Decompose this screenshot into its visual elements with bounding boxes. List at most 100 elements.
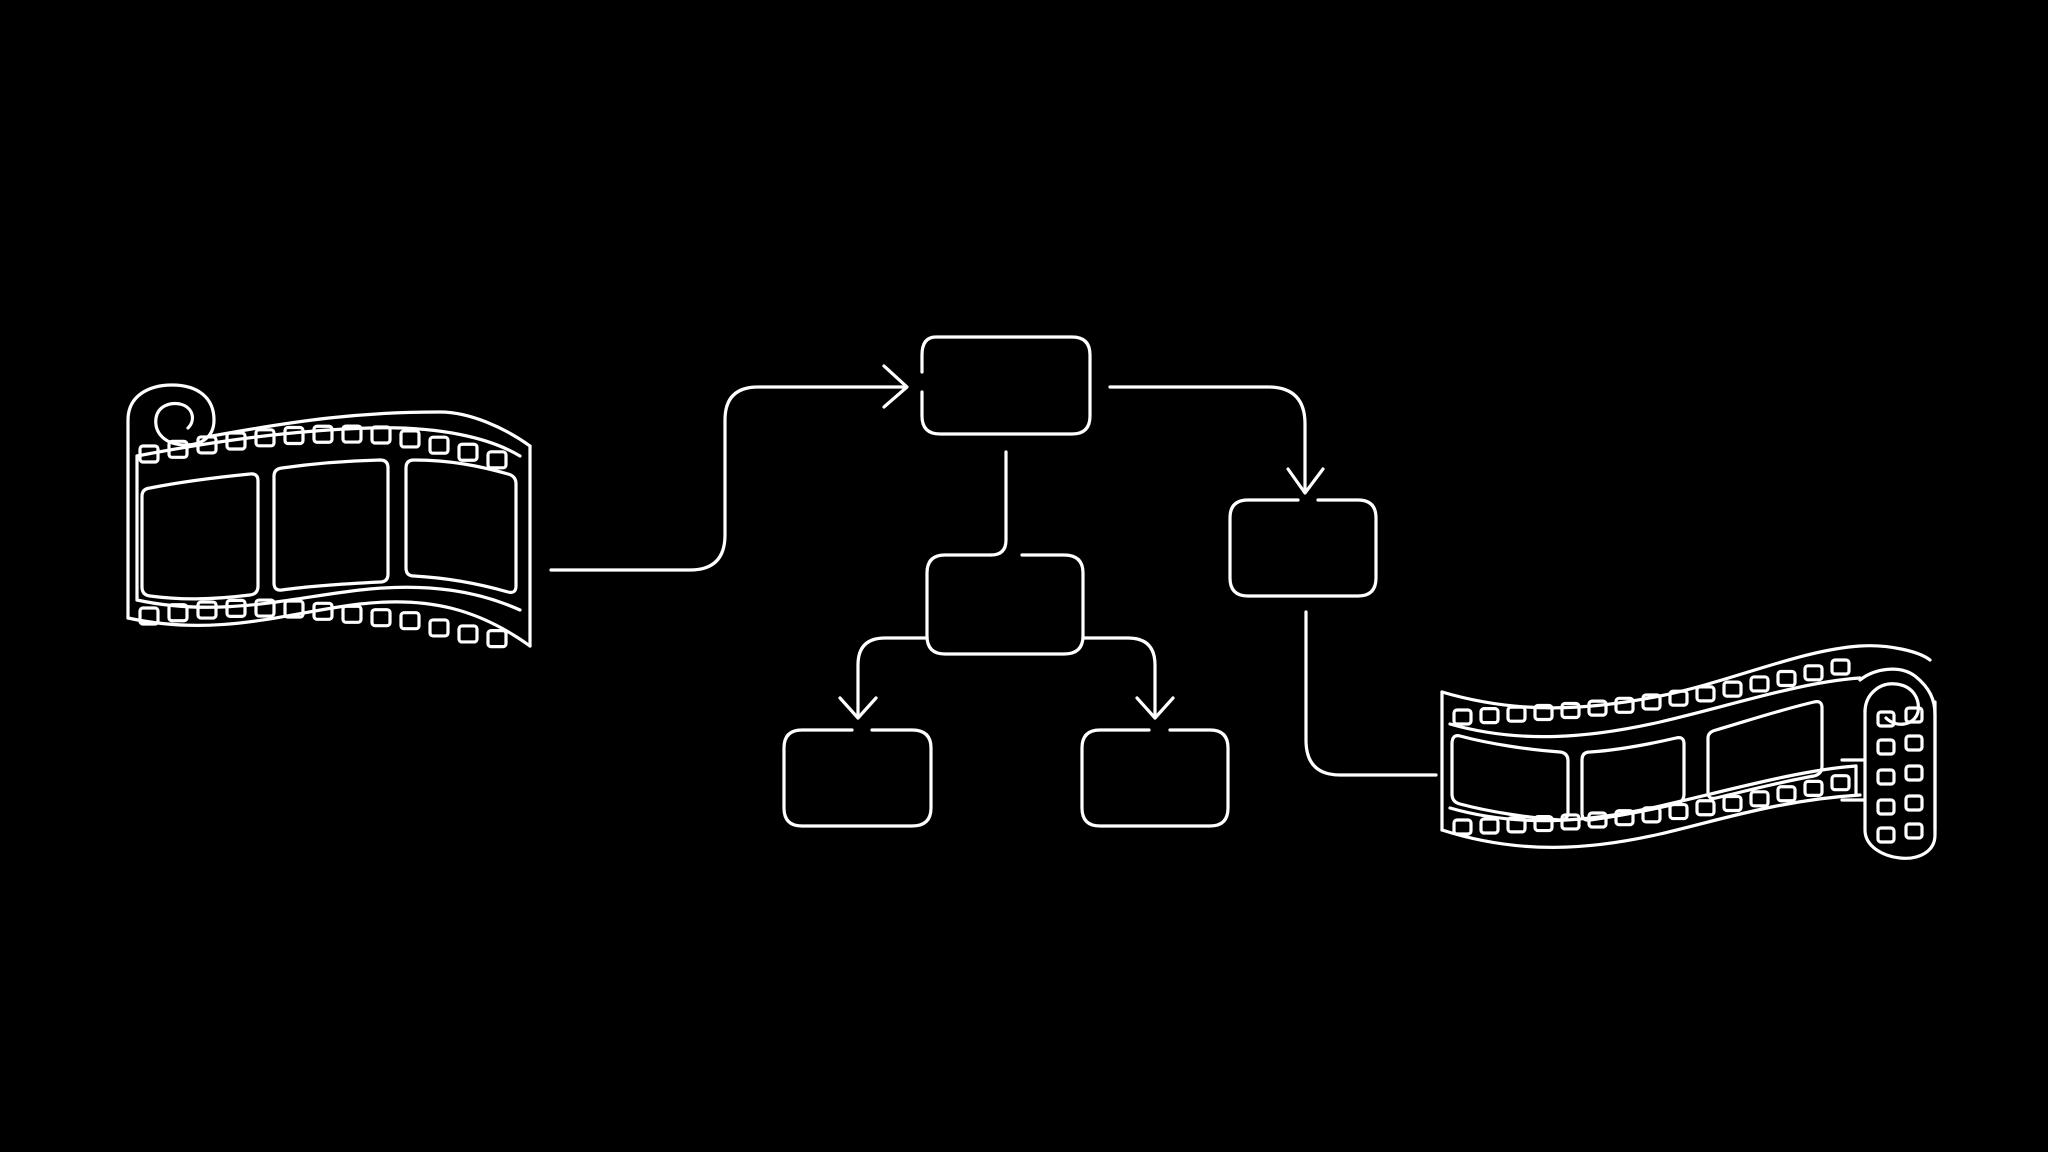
sprocket-hole	[1876, 826, 1896, 844]
film-strip-top-edge	[210, 410, 532, 448]
sprocket-hole	[1722, 794, 1743, 813]
sprocket-hole	[1904, 734, 1924, 752]
sprocket-hole	[283, 599, 305, 619]
sprocket-hole	[486, 629, 508, 649]
sprocket-hole	[1560, 813, 1581, 831]
sprocket-hole	[399, 611, 421, 631]
sprocket-hole	[254, 428, 276, 448]
sprocket-hole	[1749, 790, 1770, 808]
sprocket-hole	[428, 435, 450, 455]
sprocket-hole	[1776, 785, 1797, 803]
sprocket-hole	[1479, 817, 1500, 835]
sprocket-hole	[1641, 693, 1662, 711]
sprocket-hole	[1614, 696, 1635, 714]
sprocket-hole	[1506, 816, 1527, 834]
sprocket-hole	[1533, 814, 1554, 833]
sprocket-hole	[1587, 699, 1608, 717]
film-frame	[1580, 736, 1686, 822]
sprocket-hole	[1776, 669, 1797, 688]
sprocket-hole	[1876, 738, 1896, 756]
sprocket-hole	[399, 429, 421, 449]
source-film-reel-icon	[126, 383, 532, 649]
sprocket-hole	[1830, 774, 1851, 792]
arrowhead-icon	[882, 364, 909, 409]
sprocket-hole	[1830, 658, 1851, 676]
sprocket-hole	[167, 603, 189, 623]
sprocket-hole	[283, 425, 305, 446]
film-frame	[404, 458, 518, 594]
film-sprocket-holes-top	[1452, 658, 1851, 726]
sprocket-hole	[1695, 685, 1716, 703]
arrowhead-icon	[1135, 696, 1175, 720]
node-n5-process-box-icon	[1228, 498, 1378, 598]
film-strip-bottom-edge	[126, 600, 532, 648]
connector-arrow-icon	[1081, 636, 1157, 718]
sprocket-hole	[1479, 707, 1500, 725]
sprocket-hole	[1803, 664, 1824, 682]
sprocket-hole	[196, 435, 218, 455]
sprocket-hole	[1904, 706, 1924, 724]
connector-line	[989, 450, 1008, 557]
sprocket-hole	[167, 439, 189, 459]
sprocket-hole	[225, 598, 247, 618]
film-strip-top-edge	[1440, 644, 1932, 710]
node-n2-process-box-icon	[925, 553, 1085, 656]
sprocket-hole	[1533, 703, 1554, 722]
film-roll-inner	[1863, 682, 1920, 726]
sprocket-hole	[1904, 764, 1924, 782]
sprocket-hole	[486, 450, 508, 470]
node-n3-process-box-icon	[782, 728, 933, 828]
connector-arrow-icon	[1108, 385, 1307, 494]
arrowhead-icon	[838, 696, 878, 720]
sprocket-hole	[196, 600, 218, 620]
film-sprocket-holes-top	[138, 424, 508, 470]
sprocket-hole	[1876, 710, 1896, 728]
sprocket-hole	[1668, 689, 1689, 707]
connector-arrow-icon	[856, 636, 929, 718]
sprocket-hole	[225, 431, 247, 451]
film-frame	[140, 472, 260, 601]
film-strip-inner-bottom	[135, 585, 522, 612]
sprocket-hole	[370, 425, 392, 445]
sprocket-hole	[1695, 799, 1716, 817]
sprocket-hole	[457, 442, 479, 462]
sprocket-hole	[370, 608, 392, 628]
sprocket-hole	[138, 444, 160, 464]
sprocket-hole	[341, 604, 363, 624]
film-sprocket-holes-bottom	[138, 598, 508, 649]
sprocket-hole	[254, 598, 276, 618]
sprocket-hole	[1904, 794, 1924, 812]
sprocket-hole	[1560, 701, 1581, 720]
sprocket-hole	[1904, 822, 1924, 840]
node-n4-process-box-icon	[1080, 728, 1230, 828]
connector-arrow-icon	[549, 385, 908, 572]
sprocket-hole	[1749, 675, 1770, 693]
film-strip-bottom-edge	[1440, 793, 1862, 849]
film-strip-inner-top	[1448, 676, 1862, 739]
sprocket-hole	[1722, 680, 1743, 698]
sprocket-hole	[1876, 798, 1896, 816]
node-n1-process-box-icon	[920, 335, 1092, 436]
film-frame	[272, 458, 390, 592]
connector-line	[1304, 610, 1438, 777]
sprocket-hole	[1452, 818, 1473, 836]
sprocket-hole	[312, 601, 334, 621]
film-frame	[1706, 700, 1824, 800]
sprocket-hole	[1452, 708, 1473, 726]
film-strip-inner-top	[135, 426, 522, 458]
arrowhead-icon	[1286, 467, 1325, 495]
sprocket-hole	[428, 618, 450, 638]
film-roll-outer	[1858, 667, 1937, 860]
film-frame	[1450, 734, 1570, 822]
sprocket-hole	[1803, 779, 1824, 797]
film-roll-side	[1840, 700, 1937, 832]
sprocket-hole	[1506, 705, 1527, 723]
sprocket-hole	[312, 424, 334, 444]
sprocket-hole	[1876, 768, 1896, 786]
film-sprocket-holes-roll	[1876, 706, 1924, 844]
film-roll-inner	[154, 401, 194, 447]
sprocket-hole	[138, 606, 160, 626]
sprocket-hole	[341, 424, 363, 444]
